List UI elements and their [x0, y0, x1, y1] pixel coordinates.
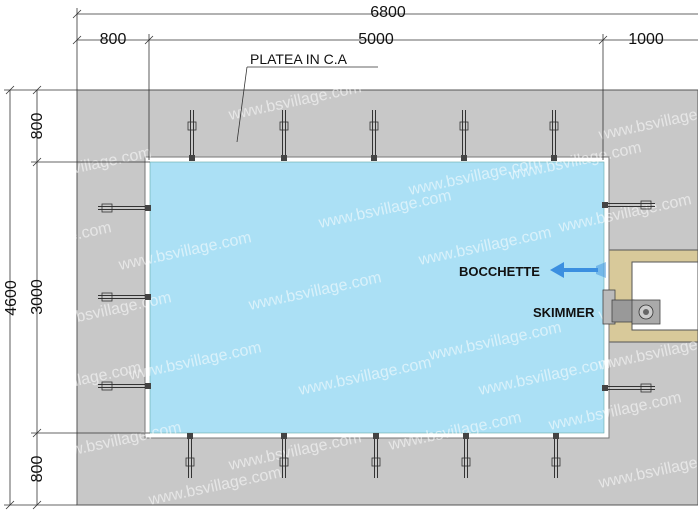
- anchor-bracket: [279, 433, 289, 478]
- anchor-bracket: [98, 292, 151, 302]
- dim-pool-length: 3000: [29, 279, 46, 315]
- pool-water: [149, 161, 605, 434]
- dim-bottom-margin: 800: [29, 456, 46, 483]
- anchor-bracket: [98, 203, 151, 213]
- nozzles-label: BOCCHETTE: [459, 264, 540, 279]
- anchor-bracket: [602, 383, 655, 393]
- anchor-brackets: [98, 110, 655, 478]
- anchor-bracket: [551, 433, 561, 478]
- dim-total-width: 6800: [370, 4, 406, 21]
- anchor-bracket: [602, 200, 655, 210]
- anchor-bracket: [459, 110, 469, 161]
- top-dimension-lines: [72, 8, 698, 160]
- anchor-bracket: [371, 433, 381, 478]
- left-dimension-lines: [4, 85, 150, 510]
- anchor-bracket: [461, 433, 471, 478]
- dim-left-margin: 800: [100, 31, 127, 48]
- anchor-bracket: [187, 110, 197, 161]
- skimmer-label: SKIMMER: [533, 305, 595, 320]
- anchor-bracket: [279, 110, 289, 161]
- slab-label: PLATEA IN C.A: [250, 51, 348, 67]
- nozzle-arrow: [550, 262, 606, 278]
- anchor-bracket: [549, 110, 559, 161]
- slab-leader-line: [236, 66, 248, 143]
- skimmer-unit: [602, 289, 661, 325]
- dim-total-height: 4600: [3, 280, 20, 316]
- anchor-bracket: [185, 433, 195, 478]
- anchor-bracket: [369, 110, 379, 161]
- anchor-bracket: [98, 381, 151, 391]
- dim-top-margin: 800: [29, 113, 46, 140]
- dim-right-margin: 1000: [628, 31, 664, 48]
- watermark-text: www.bsvillage.com: [526, 0, 663, 29]
- dim-pool-width: 5000: [358, 31, 394, 48]
